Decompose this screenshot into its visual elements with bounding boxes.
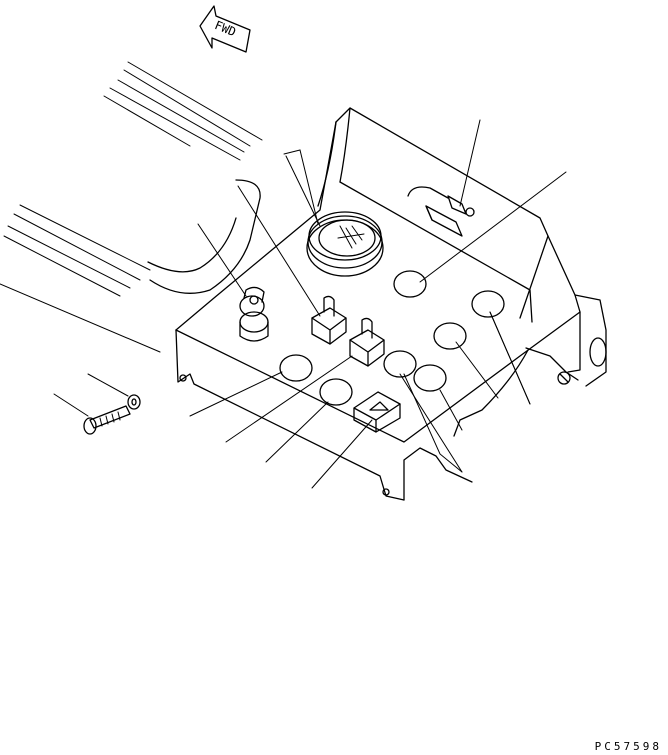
square-switch: [354, 392, 400, 432]
blank-plugs: [280, 271, 504, 405]
blank-plug-3: [434, 323, 466, 349]
drawing-number: PC57598: [594, 740, 662, 753]
blank-plug-5: [414, 365, 446, 391]
key-switch: [240, 287, 268, 341]
left-trim-inner: [148, 218, 236, 272]
blank-plug-2: [472, 291, 504, 317]
gauge-meter: [307, 212, 383, 276]
blank-plug-6: [280, 355, 312, 381]
leader-lines: [54, 120, 566, 488]
toggle-switch-1: [312, 296, 346, 344]
harness-connector: [408, 187, 474, 236]
fwd-label: FWD: [213, 18, 238, 39]
blank-plug-1: [394, 271, 426, 297]
toggle-switch-2: [350, 318, 384, 366]
blank-plug-7: [320, 379, 352, 405]
bolt-washer: [84, 395, 140, 434]
hatch-lines: [0, 62, 262, 352]
console-panel: [176, 108, 606, 500]
blank-plug-4: [384, 351, 416, 377]
left-trim-curve: [150, 180, 260, 293]
fwd-arrow-icon: FWD: [200, 6, 250, 52]
